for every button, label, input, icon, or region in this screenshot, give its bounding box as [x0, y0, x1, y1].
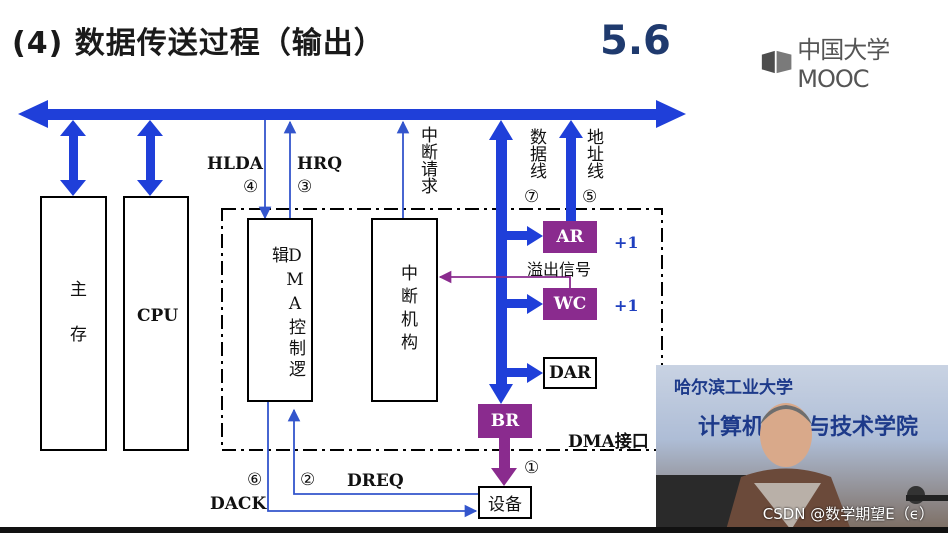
memory-bus-link — [60, 120, 86, 196]
device-block: 设备 — [478, 486, 532, 519]
device-label: 设备 — [488, 495, 522, 515]
hlda-step: ④ — [243, 177, 259, 197]
main-memory-label: 主存 — [66, 280, 86, 370]
dack-label: DACK — [210, 494, 267, 514]
hlda-label: HLDA — [207, 154, 263, 174]
dma-interface-boundary — [221, 208, 663, 451]
hrq-step: ③ — [297, 177, 313, 197]
interrupt-request-label: 中断请求 — [417, 126, 437, 194]
system-bus — [18, 100, 686, 128]
slide-title: (4) 数据传送过程（输出） — [12, 26, 385, 61]
dar-label: DAR — [548, 363, 592, 383]
dreq-step: ② — [300, 470, 316, 490]
logo-text: 中国大学MOOC — [797, 36, 890, 93]
cpu-block: CPU — [123, 196, 189, 451]
device-step: ① — [524, 458, 540, 478]
dma-logic-block: DMA控制逻辑 — [247, 218, 313, 402]
wc-increment: +1 — [614, 296, 639, 315]
overflow-signal-label: 溢出信号 — [527, 260, 592, 279]
data-line-step: ⑦ — [524, 187, 540, 207]
data-line-trunk — [489, 120, 543, 404]
mooc-logo: 中国大学MOOC — [760, 30, 948, 93]
csdn-watermark: CSDN @数学期望E（ϵ） — [762, 505, 934, 523]
mooc-logo-icon — [761, 50, 792, 73]
address-line-label: 地址线 — [583, 128, 603, 179]
cpu-bus-link — [137, 120, 163, 196]
dack-step: ⑥ — [247, 470, 263, 490]
dma-interface-label: DMA接口 — [568, 432, 649, 452]
webcam-banner-top: 哈尔滨工业大学 — [674, 378, 793, 398]
dreq-label: DREQ — [347, 471, 404, 491]
ar-register: AR — [543, 221, 597, 253]
wc-register: WC — [543, 288, 597, 320]
dma-logic-label: DMA控制逻辑 — [268, 246, 305, 381]
dack-line — [267, 402, 478, 518]
address-line-step: ⑤ — [582, 187, 598, 207]
interrupt-unit-block: 中断机构 — [371, 218, 438, 402]
hrq-label: HRQ — [297, 154, 342, 174]
dreq-line — [287, 408, 478, 495]
br-device-link — [491, 438, 517, 486]
ar-increment: +1 — [614, 233, 639, 252]
data-line-label: 数据线 — [526, 128, 546, 179]
lecturer-face — [760, 403, 812, 467]
lecturer-figure — [656, 403, 948, 530]
chapter-number: 5.6 — [600, 18, 671, 64]
br-register: BR — [478, 404, 532, 438]
dar-register: DAR — [543, 357, 597, 389]
interrupt-unit-label: 中断机构 — [397, 264, 417, 356]
video-bottom-bar — [0, 527, 948, 533]
cpu-label: CPU — [137, 306, 179, 326]
overflow-signal-line — [438, 270, 571, 288]
address-line — [559, 120, 583, 222]
lecturer-webcam: 哈尔滨工业大学 计算机科学与技术学院 CSDN @数学期望E（ϵ） — [656, 365, 948, 530]
main-memory-block: 主存 — [40, 196, 107, 451]
